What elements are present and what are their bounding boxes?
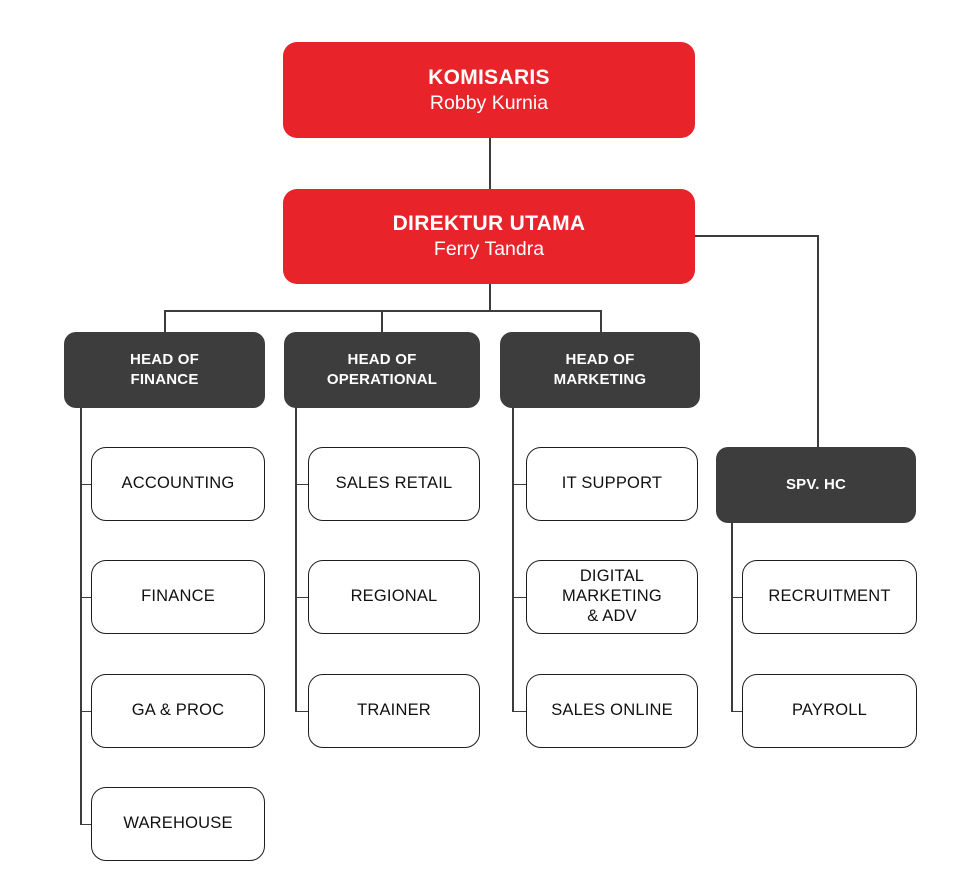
- connector-marketing-stub-3: [512, 710, 527, 712]
- connector-hc-trunk: [731, 522, 733, 712]
- node-regional: REGIONAL: [308, 560, 480, 634]
- connector-direktur-right: [695, 235, 818, 237]
- connector-stub-finance: [164, 310, 166, 333]
- node-head-finance: HEAD OF FINANCE: [64, 332, 265, 408]
- connector-operational-stub-2: [295, 596, 309, 598]
- connector-marketing-stub-1: [512, 483, 527, 485]
- it-support-label: IT SUPPORT: [561, 474, 663, 493]
- node-spv-hc: SPV. HC: [716, 447, 916, 523]
- connector-heads-bus: [164, 310, 601, 312]
- connector-hc-stub-2: [731, 710, 743, 712]
- connector-finance-stub-2: [80, 596, 92, 598]
- head-marketing-label: HEAD OF MARKETING: [553, 350, 647, 388]
- trainer-label: TRAINER: [357, 701, 431, 720]
- connector-operational-stub-1: [295, 483, 309, 485]
- node-finance: FINANCE: [91, 560, 265, 634]
- sales-retail-label: SALES RETAIL: [335, 474, 453, 493]
- direktur-title: DIREKTUR UTAMA: [392, 212, 586, 236]
- connector-finance-trunk: [80, 407, 82, 825]
- accounting-label: ACCOUNTING: [121, 474, 235, 493]
- node-ga-proc: GA & PROC: [91, 674, 265, 748]
- connector-marketing-stub-2: [512, 596, 527, 598]
- connector-operational-stub-3: [295, 710, 309, 712]
- head-operational-label: HEAD OF OPERATIONAL: [326, 350, 438, 388]
- node-recruitment: RECRUITMENT: [742, 560, 917, 634]
- node-it-support: IT SUPPORT: [526, 447, 698, 521]
- node-sales-retail: SALES RETAIL: [308, 447, 480, 521]
- digital-marketing-adv-label: DIGITAL MARKETING & ADV: [562, 567, 662, 625]
- warehouse-label: WAREHOUSE: [123, 814, 233, 833]
- connector-hc-stub-1: [731, 596, 743, 598]
- node-digital-marketing-adv: DIGITAL MARKETING & ADV: [526, 560, 698, 634]
- regional-label: REGIONAL: [350, 587, 438, 606]
- node-direktur-utama: DIREKTUR UTAMA Ferry Tandra: [283, 189, 695, 284]
- connector-stub-operational: [381, 310, 383, 333]
- connector-finance-stub-4: [80, 823, 92, 825]
- head-finance-label: HEAD OF FINANCE: [130, 350, 199, 388]
- connector-spv-hc-drop: [817, 235, 819, 448]
- node-sales-online: SALES ONLINE: [526, 674, 698, 748]
- connector-stub-marketing: [600, 310, 602, 333]
- recruitment-label: RECRUITMENT: [768, 587, 891, 606]
- node-head-operational: HEAD OF OPERATIONAL: [284, 332, 480, 408]
- node-accounting: ACCOUNTING: [91, 447, 265, 521]
- komisaris-title: KOMISARIS: [428, 65, 550, 89]
- node-head-marketing: HEAD OF MARKETING: [500, 332, 700, 408]
- finance-label: FINANCE: [141, 587, 215, 606]
- node-warehouse: WAREHOUSE: [91, 787, 265, 861]
- connector-direktur-bus: [489, 284, 491, 311]
- connector-finance-stub-1: [80, 483, 92, 485]
- spv-hc-label: SPV. HC: [785, 475, 847, 493]
- direktur-person: Ferry Tandra: [433, 238, 545, 261]
- payroll-label: PAYROLL: [791, 701, 868, 720]
- node-komisaris: KOMISARIS Robby Kurnia: [283, 42, 695, 138]
- connector-operational-trunk: [295, 407, 297, 712]
- connector-marketing-trunk: [512, 407, 514, 712]
- connector-komisaris-direktur: [489, 138, 491, 190]
- connector-finance-stub-3: [80, 710, 92, 712]
- sales-online-label: SALES ONLINE: [551, 701, 673, 720]
- node-trainer: TRAINER: [308, 674, 480, 748]
- ga-proc-label: GA & PROC: [131, 701, 225, 720]
- node-payroll: PAYROLL: [742, 674, 917, 748]
- komisaris-person: Robby Kurnia: [429, 91, 549, 114]
